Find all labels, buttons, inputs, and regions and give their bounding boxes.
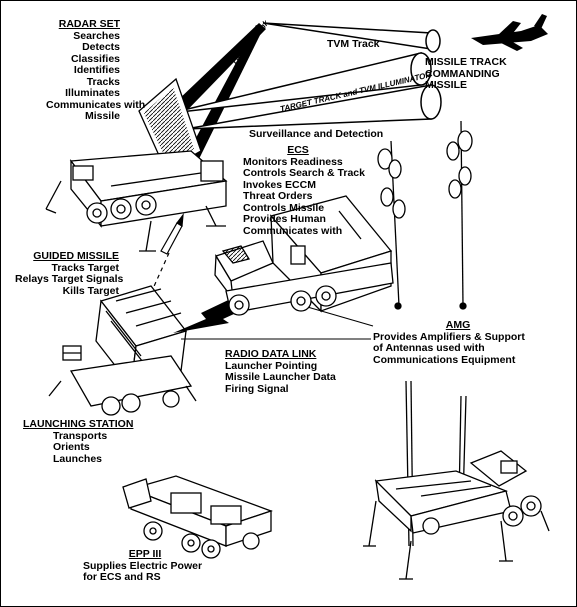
ecs-truck bbox=[214, 195, 394, 316]
radar-fn-8: Missile bbox=[84, 110, 120, 122]
guided-missile-title: GUIDED MISSILE bbox=[33, 250, 119, 262]
radio-data-link-label: RADIO DATA LINK Launcher Pointing Missil… bbox=[225, 348, 336, 395]
missile-track-line-1: MISSILE TRACK bbox=[425, 56, 507, 68]
launching-station-title: LAUNCHING STATION bbox=[23, 418, 134, 430]
missile-track-label: MISSILE TRACK COMMANDING MISSILE bbox=[425, 56, 507, 92]
radar-fn-1: Searches bbox=[73, 29, 120, 42]
radio-data-link-title: RADIO DATA LINK bbox=[225, 348, 317, 360]
aircraft-target bbox=[471, 14, 548, 51]
ecs-fn-1: Monitors Readiness bbox=[243, 155, 343, 168]
missile-track-line-3: MISSILE bbox=[425, 79, 468, 91]
guided-missile-label: GUIDED MISSILE Tracks Target Relays Targ… bbox=[15, 250, 124, 297]
ecs-fn-3: Invokes ECCM bbox=[243, 178, 316, 191]
radar-fn-4: Identifies bbox=[73, 64, 120, 76]
missile-fn-1: Tracks Target bbox=[51, 261, 119, 274]
ecs-fn-4: Threat Orders bbox=[243, 190, 313, 202]
amg-fn-2: of Antennas used with bbox=[373, 342, 485, 354]
launcher-fn-1: Transports bbox=[53, 429, 108, 442]
launching-station-label: LAUNCHING STATION Transports Orients Lau… bbox=[23, 418, 134, 465]
radar-fn-2: Detects bbox=[82, 41, 120, 53]
radar-set-title: RADAR SET bbox=[58, 18, 120, 30]
radar-fn-3: Classifies bbox=[70, 52, 120, 65]
epp-label: EPP III Supplies Electric Power for ECS … bbox=[83, 548, 207, 584]
amg-title: AMG bbox=[445, 319, 471, 331]
amg-fn-1: Provides Amplifiers & Support bbox=[373, 330, 525, 343]
missile-track-line-2: COMMANDING bbox=[425, 67, 500, 80]
launcher-fn-2: Orients bbox=[53, 441, 90, 453]
ecs-fn-6: Provides Human bbox=[243, 213, 326, 225]
radio-fn-2: Missile Launcher Data bbox=[225, 371, 336, 383]
tvm-track-label: TVM Track bbox=[327, 38, 380, 50]
radar-set-vehicle bbox=[45, 77, 228, 252]
epp-truck bbox=[122, 475, 273, 559]
launcher-fn-3: Launches bbox=[53, 452, 103, 465]
ecs-fn-2: Controls Search & Track bbox=[243, 167, 365, 179]
amg-fn-3: Communications Equipment bbox=[373, 353, 516, 366]
ecs-fn-7: Communicates with bbox=[243, 224, 343, 237]
radar-fn-5: Tracks bbox=[86, 75, 120, 88]
missile-fn-3: Kills Target bbox=[62, 284, 119, 297]
epp-fn-1: Supplies Electric Power bbox=[83, 559, 203, 572]
epp-fn-2: for ECS and RS bbox=[83, 571, 161, 583]
amg-label: AMG Provides Amplifiers & Support of Ant… bbox=[373, 319, 543, 366]
radar-set-label: RADAR SET Searches Detects Classifies Id… bbox=[46, 18, 146, 123]
radar-fn-7: Communicates with bbox=[46, 98, 146, 111]
ecs-label: ECS Monitors Readiness Controls Search &… bbox=[243, 144, 365, 237]
amg-trailer bbox=[363, 380, 550, 580]
radar-fn-6: Illuminates bbox=[65, 87, 120, 99]
surveillance-label: Surveillance and Detection bbox=[249, 128, 384, 140]
amg-antenna-masts bbox=[377, 120, 473, 310]
guided-missile bbox=[150, 212, 184, 294]
launching-station bbox=[48, 285, 197, 416]
radio-fn-1: Launcher Pointing bbox=[225, 359, 318, 372]
ecs-fn-5: Controls Missile bbox=[243, 201, 325, 214]
radio-fn-3: Firing Signal bbox=[225, 382, 289, 395]
ecs-title: ECS bbox=[287, 144, 309, 156]
epp-title: EPP III bbox=[128, 548, 162, 560]
missile-fn-2: Relays Target Signals bbox=[15, 273, 124, 285]
